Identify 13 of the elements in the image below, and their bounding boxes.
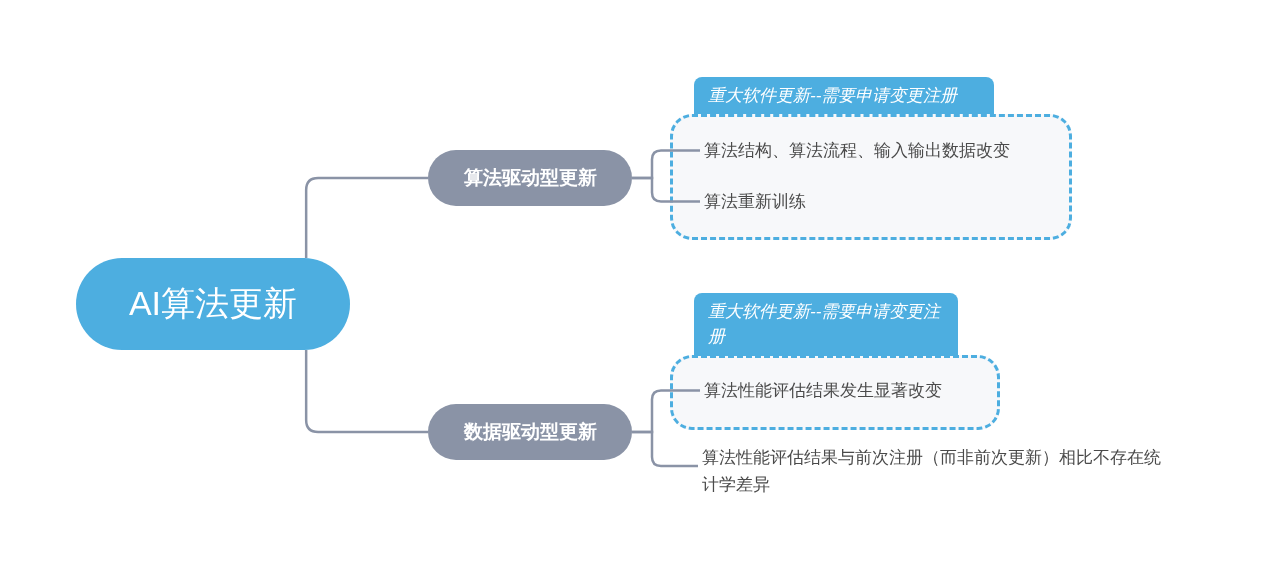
subtopic-text: 算法结构、算法流程、输入输出数据改变 bbox=[704, 137, 1064, 164]
connector-line bbox=[632, 176, 700, 203]
topic-pill: 算法驱动型更新 bbox=[428, 150, 632, 206]
topic-pill: 数据驱动型更新 bbox=[428, 404, 632, 460]
connector-line bbox=[632, 430, 698, 468]
subtopic-text: 算法性能评估结果与前次注册（而非前次更新）相比不存在统计学差异 bbox=[702, 444, 1172, 498]
connector-line bbox=[304, 176, 428, 258]
central-topic: AI算法更新 bbox=[76, 258, 350, 350]
subtopic-text: 算法重新训练 bbox=[704, 188, 904, 215]
connector-line bbox=[304, 350, 428, 434]
subtopic-text: 算法性能评估结果发生显著改变 bbox=[704, 377, 984, 404]
heading-tab: 重大软件更新--需要申请变更注册 bbox=[694, 77, 994, 114]
heading-tab: 重大软件更新--需要申请变更注册 bbox=[694, 293, 958, 356]
